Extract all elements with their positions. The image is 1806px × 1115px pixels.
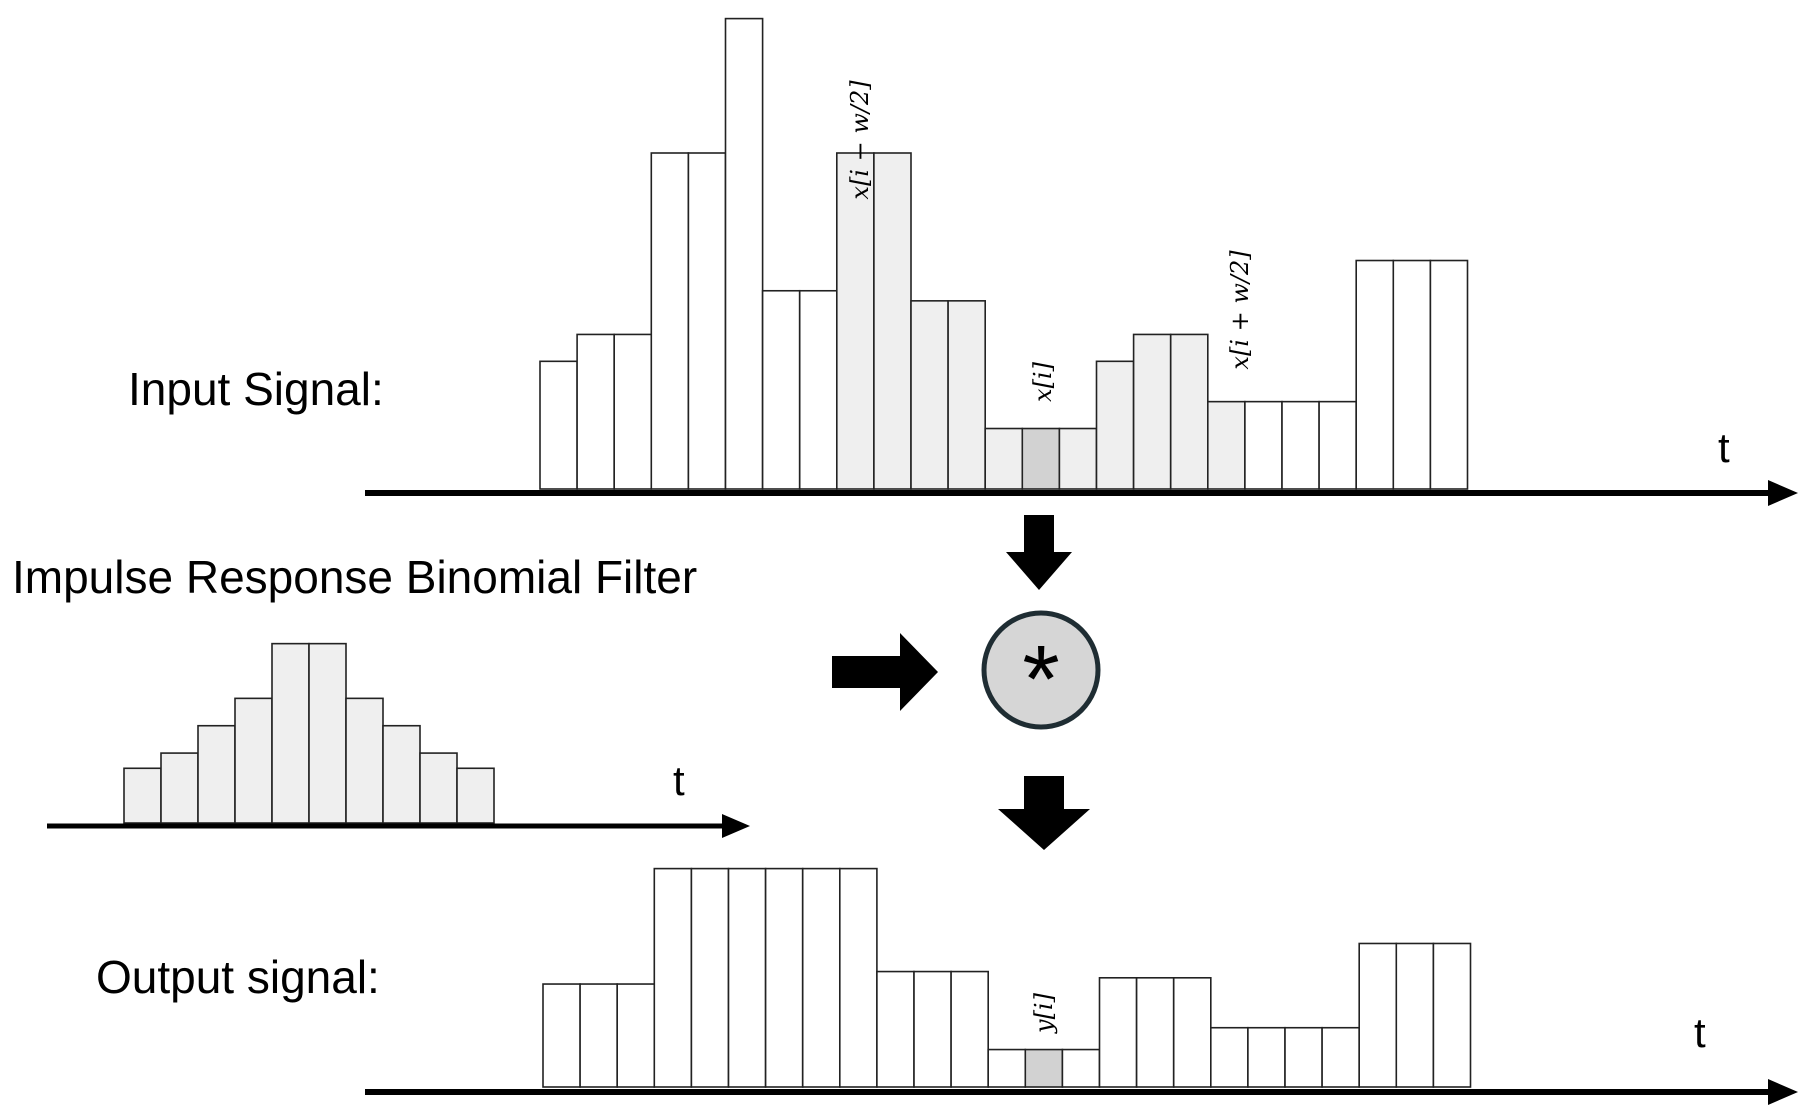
output-center-annotation: y[i]: [1030, 992, 1058, 1034]
filter-bars: [123, 642, 495, 824]
input-bar-22: [1355, 259, 1395, 490]
output-bar-1: [579, 983, 618, 1088]
convolution-symbol: *: [1022, 626, 1059, 733]
filter-bar-9: [456, 767, 495, 824]
output-bar-24: [1432, 942, 1472, 1088]
input-bar-20: [1281, 400, 1320, 490]
filter-axis-arrowhead: [722, 814, 750, 838]
output-bar-17: [1172, 976, 1212, 1088]
input-bar-15: [1095, 360, 1135, 490]
input-signal-bars: [539, 17, 1469, 490]
filter-label: Impulse Response Binomial Filter: [12, 551, 697, 603]
input-bar-13: [1021, 427, 1061, 490]
output-bar-3: [653, 867, 693, 1088]
input-bar-2: [613, 333, 653, 490]
input-signal-label: Input Signal:: [128, 363, 384, 415]
input-bar-9: [873, 152, 912, 490]
output-signal-bars: [542, 867, 1472, 1088]
output-bar-19: [1247, 1026, 1286, 1088]
output-bar-11: [950, 970, 989, 1088]
output-bar-16: [1135, 976, 1175, 1088]
right-arrow-filter: [832, 633, 938, 711]
input-bar-3: [650, 152, 690, 490]
filter-bar-7: [382, 724, 421, 824]
output-axis-arrowhead: [1768, 1079, 1798, 1105]
filter-bar-1: [160, 752, 199, 824]
input-bar-11: [947, 300, 986, 490]
input-bar-18: [1207, 400, 1246, 490]
input-bar-10: [910, 300, 949, 490]
input-bar-6: [761, 289, 801, 490]
filter-bar-3: [234, 697, 273, 824]
input-bar-5: [724, 17, 764, 490]
down-arrow-bottom: [998, 776, 1090, 850]
left-window-annotation: x[i − w/2]: [846, 80, 874, 200]
output-bar-10: [913, 970, 952, 1088]
output-bar-6: [764, 867, 804, 1088]
input-bar-23: [1392, 259, 1432, 490]
output-bar-4: [690, 867, 730, 1088]
input-bar-17: [1169, 333, 1209, 490]
output-bar-21: [1321, 1026, 1360, 1088]
filter-axis-label: t: [673, 757, 685, 804]
input-bar-19: [1244, 400, 1283, 490]
output-bar-18: [1210, 1026, 1249, 1088]
output-bar-8: [838, 867, 878, 1088]
output-bar-2: [616, 983, 656, 1088]
input-axis-label: t: [1718, 424, 1730, 471]
input-bar-14: [1058, 427, 1098, 490]
convolution-operator: [981, 610, 1101, 730]
output-bar-20: [1284, 1026, 1323, 1088]
right-window-annotation: x[i + w/2]: [1226, 250, 1254, 370]
filter-bar-5: [308, 642, 347, 824]
output-bar-7: [801, 867, 841, 1088]
input-bar-24: [1429, 259, 1469, 490]
filter-bar-8: [419, 752, 458, 824]
filter-bar-6: [345, 697, 384, 824]
input-bar-21: [1318, 400, 1357, 490]
input-axis-arrowhead: [1768, 480, 1798, 506]
output-bar-0: [542, 983, 581, 1088]
input-bar-8: [835, 152, 875, 490]
output-bar-12: [987, 1048, 1027, 1088]
input-bar-16: [1132, 333, 1172, 490]
output-bar-9: [876, 970, 915, 1088]
output-bar-13: [1024, 1048, 1064, 1088]
filter-bar-0: [123, 767, 162, 824]
input-bar-0: [539, 360, 578, 490]
input-bar-1: [576, 333, 615, 490]
output-bar-5: [727, 867, 767, 1088]
filter-bar-2: [197, 724, 236, 824]
center-sample-annotation: x[i]: [1029, 361, 1057, 402]
output-bar-14: [1061, 1048, 1101, 1088]
output-signal-label: Output signal:: [96, 951, 380, 1003]
output-axis-label: t: [1694, 1009, 1706, 1056]
input-bar-12: [984, 427, 1024, 490]
down-arrow-top: [1006, 515, 1072, 590]
output-bar-15: [1098, 976, 1138, 1088]
input-bar-4: [687, 152, 727, 490]
input-bar-7: [798, 289, 838, 490]
output-bar-22: [1358, 942, 1398, 1088]
filter-bar-4: [271, 642, 310, 824]
output-bar-23: [1395, 942, 1435, 1088]
